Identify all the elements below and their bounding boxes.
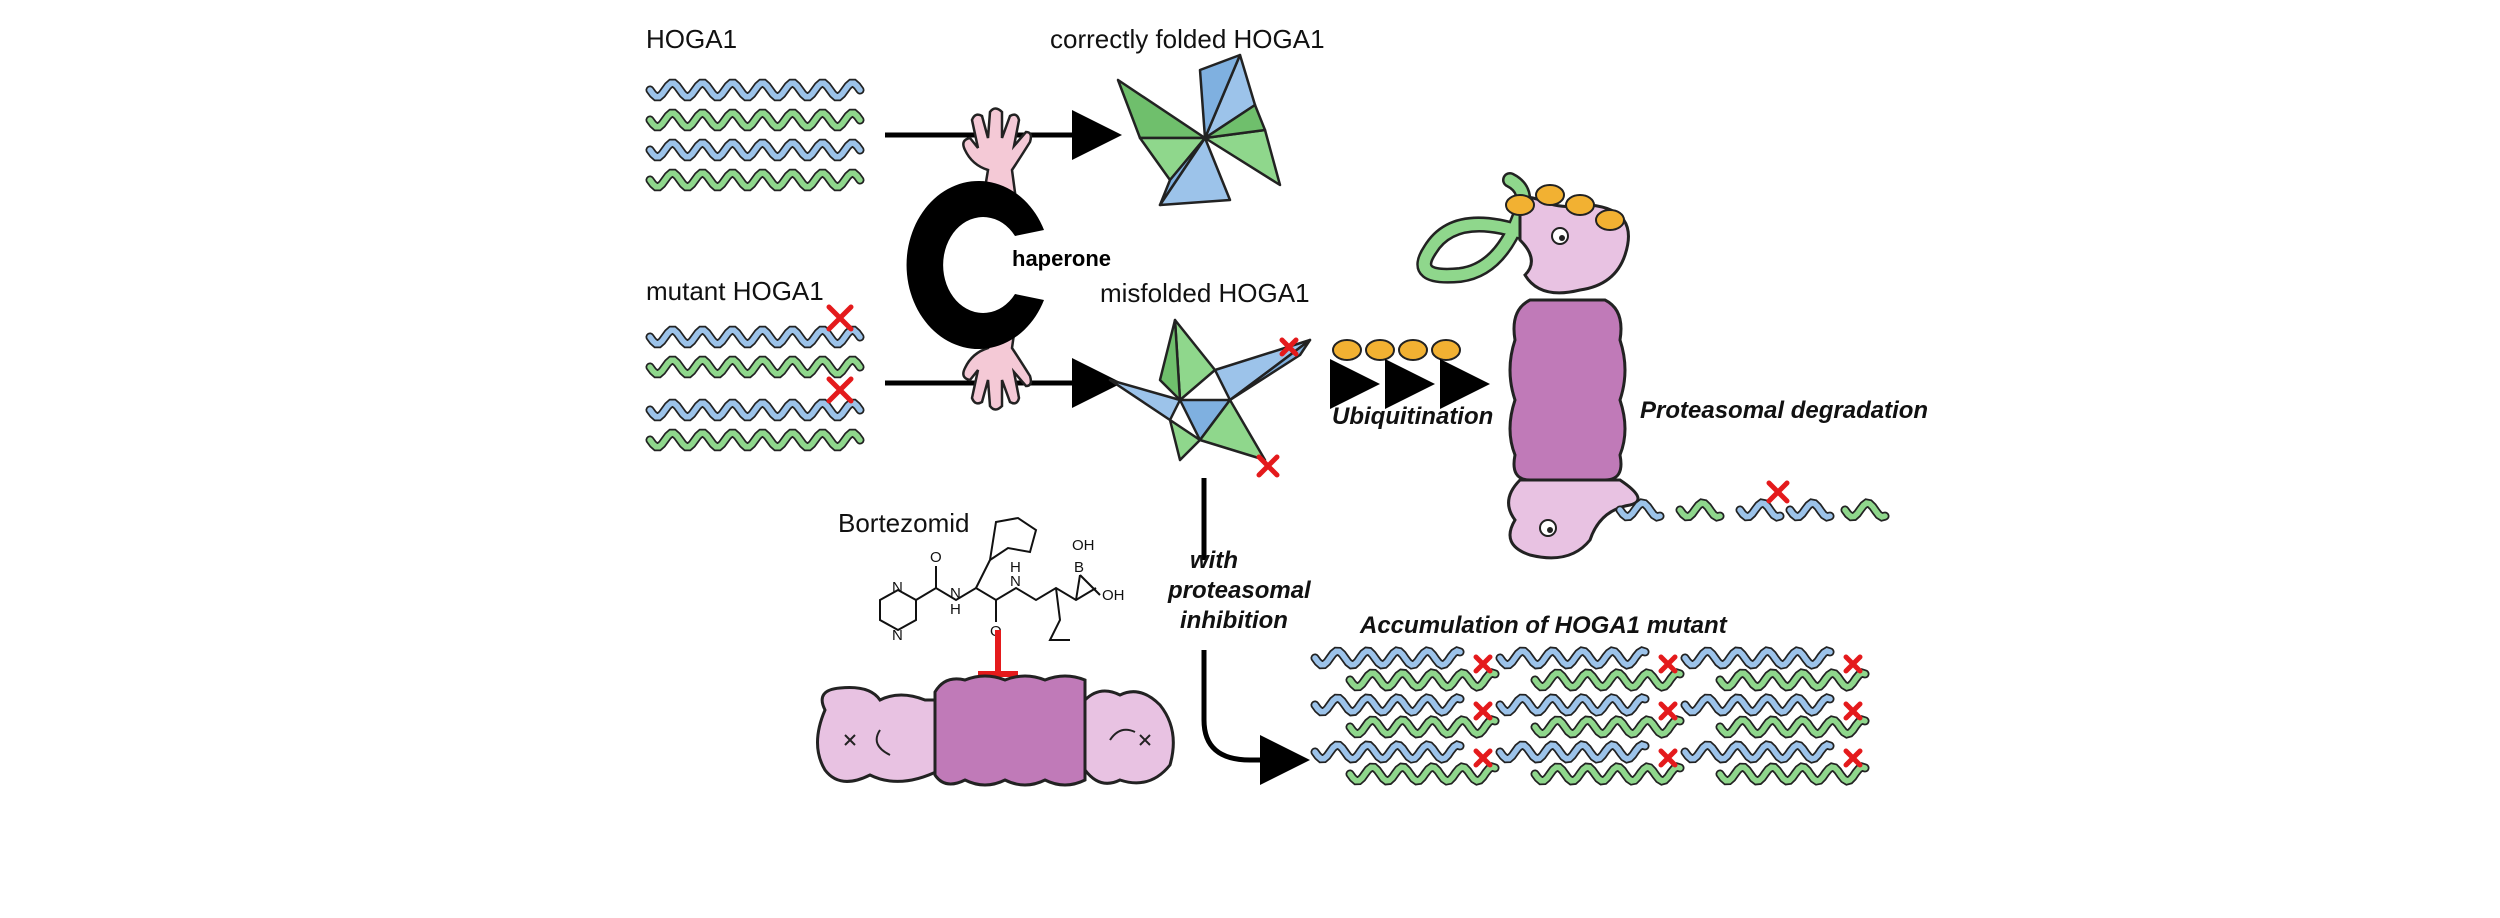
mutation-mark-icon	[1843, 701, 1863, 721]
helix-green-1	[645, 108, 865, 132]
helix-fragment	[1785, 498, 1835, 522]
mutation-mark-icon	[1658, 654, 1678, 674]
misfolded-crane-icon	[1108, 318, 1312, 462]
mutation-mark-icon	[1256, 454, 1280, 478]
accumulated-helix-pair	[1680, 646, 1870, 692]
mutant-helix-blue-2	[645, 398, 865, 422]
hoga1-label: HOGA1	[646, 24, 737, 54]
chaperone-lower-hand-icon	[962, 318, 1033, 411]
accumulated-helix-pair	[1680, 740, 1870, 786]
bortezomid-label: Bortezomid	[838, 508, 970, 538]
proteasomal-degradation-label: Proteasomal degradation	[1640, 397, 1928, 424]
accumulated-helix-pair	[1495, 740, 1685, 786]
proteasome-vertical-icon	[1416, 172, 1640, 560]
bortezomid-atoms: N N O O N H N H B OH OH	[892, 537, 1125, 644]
svg-text:H: H	[1010, 559, 1021, 576]
svg-text:O: O	[930, 549, 942, 566]
accumulated-helix-pair	[1310, 693, 1500, 739]
chaperone: haperone	[906, 107, 1111, 411]
accumulated-helix-pair	[1680, 693, 1870, 739]
mutation-mark-icon	[1473, 701, 1493, 721]
mutant-helix-green-2	[645, 428, 865, 452]
helix-fragment	[1735, 498, 1785, 522]
accumulation-arrow	[1201, 650, 1310, 785]
helix-fragment	[1840, 498, 1890, 522]
mutant-helix-green-1	[645, 355, 865, 379]
chaperone-upper-hand-icon	[962, 107, 1033, 202]
mutation-mark-icon	[1473, 748, 1493, 768]
mutation-mark-icon	[1658, 748, 1678, 768]
chaperone-c-icon	[906, 180, 1044, 349]
helix-blue-1	[645, 78, 865, 102]
mutation-mark-icon	[826, 304, 854, 332]
mutation-mark-icon	[1658, 701, 1678, 721]
mutant-helix-blue-1	[645, 325, 865, 349]
svg-text:N: N	[892, 627, 903, 644]
hoga1-helix-stack	[645, 78, 865, 192]
svg-text:H: H	[950, 601, 961, 618]
accumulated-helix-pair	[1495, 646, 1685, 692]
mutation-mark-icon	[1766, 480, 1790, 504]
crane-mutation-mark-icon	[1279, 337, 1299, 357]
mutant-helix-stack	[645, 325, 865, 452]
proteasomal-label: proteasomal	[1167, 577, 1312, 604]
ubiquitination-label: Ubiquitination	[1332, 403, 1493, 430]
mutation-mark-icon	[1843, 748, 1863, 768]
proteasome-horizontal-icon	[816, 674, 1175, 787]
helix-fragment	[1675, 498, 1725, 522]
accumulated-helix-pair	[1310, 646, 1500, 692]
svg-text:OH: OH	[1072, 537, 1095, 554]
helix-fragment	[1615, 498, 1665, 522]
mutant-hoga1-label: mutant HOGA1	[646, 276, 824, 306]
ubiquitin-chain-icon	[1332, 339, 1461, 361]
mutation-mark-icon	[826, 376, 854, 404]
inhibition-bar-icon	[978, 630, 1018, 677]
accumulated-helix-pair	[1495, 693, 1685, 739]
helix-green-2	[645, 168, 865, 192]
chaperone-label: haperone	[1012, 246, 1111, 271]
svg-text:N: N	[950, 585, 961, 602]
mutation-mark-icon	[1843, 654, 1863, 674]
svg-text:N: N	[892, 579, 903, 596]
folded-pinwheel-icon	[1116, 53, 1282, 207]
accumulated-helix-grid	[1310, 646, 1870, 786]
correctly-folded-label: correctly folded HOGA1	[1050, 24, 1325, 54]
helix-blue-2	[645, 138, 865, 162]
inhibition-label: inhibition	[1180, 607, 1288, 634]
svg-text:N: N	[1010, 573, 1021, 590]
with-label: with	[1190, 547, 1238, 574]
accumulation-label: Accumulation of HOGA1 mutant	[1359, 612, 1728, 639]
misfolded-label: misfolded HOGA1	[1100, 278, 1310, 308]
svg-text:OH: OH	[1102, 587, 1125, 604]
bortezomid-structure-icon	[879, 516, 1101, 641]
accumulated-helix-pair	[1310, 740, 1500, 786]
svg-text:B: B	[1074, 559, 1084, 576]
degraded-fragments	[1615, 498, 1890, 522]
mutation-mark-icon	[1473, 654, 1493, 674]
